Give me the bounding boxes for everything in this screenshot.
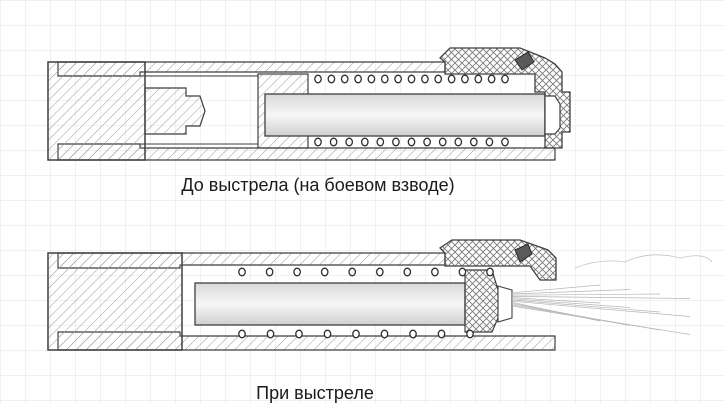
spring-coil [447, 74, 456, 84]
spring-coil [340, 74, 349, 84]
breech-block [47, 61, 146, 161]
spring-coil [354, 74, 362, 84]
spring-coil [485, 137, 494, 147]
spray-cloud [574, 254, 713, 269]
spring-coil [352, 329, 360, 339]
spray-line [511, 299, 661, 313]
spring-coil [392, 137, 400, 147]
nozzle-tip [544, 95, 561, 135]
spring-coil [375, 267, 384, 277]
mechanism-view-cocked [47, 47, 571, 161]
spring-coils-upper [238, 267, 494, 277]
spray-line [511, 300, 691, 317]
spring-coil [501, 74, 509, 84]
caption-before-shot: До выстрела (на боевом взводе) [181, 175, 454, 195]
spray-line [511, 298, 631, 308]
spring-coil [421, 74, 429, 84]
spring-coil [320, 267, 329, 277]
spring-coil [437, 329, 446, 339]
spring-coil [466, 329, 474, 339]
spring-coil [238, 267, 246, 277]
piston-head [464, 269, 499, 333]
spray-line [511, 296, 691, 299]
spray-line [511, 293, 661, 296]
spring-coil [314, 137, 322, 147]
spray-line [511, 305, 691, 335]
spring-coil [380, 329, 389, 339]
spring-coils-lower [238, 329, 474, 339]
spring-coil [348, 267, 357, 277]
spring-coil [266, 329, 275, 339]
spring-coil [438, 137, 447, 147]
latch-pawl [514, 243, 533, 263]
spring-coil [486, 267, 494, 277]
spring-coil [501, 137, 509, 147]
spring-coil [329, 137, 338, 147]
spring-coil [360, 137, 369, 147]
spray-jet [511, 284, 691, 335]
piston-rod [194, 282, 466, 326]
spring-coil [458, 267, 467, 277]
spring-coil [461, 74, 469, 84]
breech-block [47, 252, 183, 351]
piston-rod [264, 93, 546, 137]
spring-coil [434, 74, 443, 84]
spring-coil [238, 329, 246, 339]
spring-coil [327, 74, 336, 84]
spring-coil [323, 329, 332, 339]
latch-pawl [514, 51, 535, 71]
breech-stud [144, 87, 206, 135]
spring-coil [314, 74, 322, 84]
nozzle-tip [497, 285, 513, 323]
spring-coil [345, 137, 354, 147]
spring-coil [454, 137, 463, 147]
spring-coil [474, 74, 483, 84]
spring-coil [431, 267, 439, 277]
spring-coil [487, 74, 496, 84]
spring-coil [409, 329, 417, 339]
spring-coil [376, 137, 385, 147]
spring-coil [469, 137, 478, 147]
spring-coil [295, 329, 303, 339]
mechanism-view-firing [47, 239, 713, 351]
front-cap [439, 47, 571, 149]
spray-line [511, 284, 601, 294]
spring-coil [423, 137, 431, 147]
spring-coil [407, 74, 416, 84]
spring-coils-lower [314, 137, 509, 147]
spring-coil [403, 267, 412, 277]
spring-coil [394, 74, 402, 84]
spray-line [511, 297, 601, 304]
spring-coil [380, 74, 389, 84]
caption-on-shot: При выстреле [256, 383, 374, 403]
spring-coil [265, 267, 274, 277]
spring-coil [407, 137, 416, 147]
spring-coil [367, 74, 376, 84]
spring-coils-upper [314, 74, 509, 84]
spring-coil [293, 267, 301, 277]
spray-line [511, 289, 631, 295]
